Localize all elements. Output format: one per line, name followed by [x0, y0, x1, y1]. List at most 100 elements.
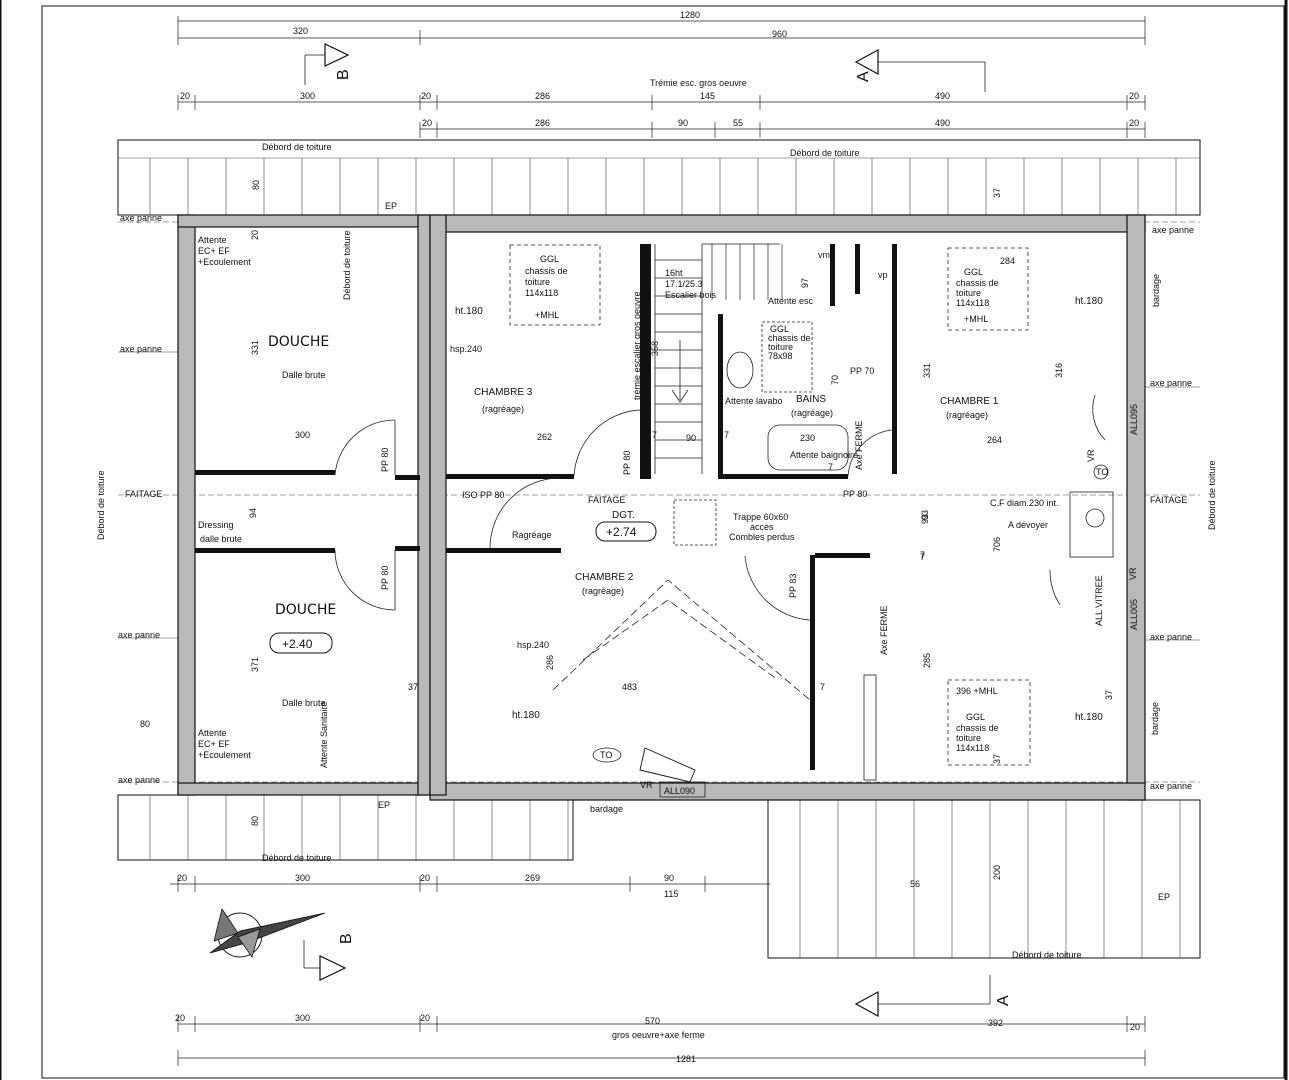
c3-ggl-0: GGL: [540, 254, 559, 264]
axe-panne-5: axe panne: [118, 630, 160, 640]
c2-all090: ALL090: [664, 786, 695, 796]
dim-m-3: 37: [992, 188, 1002, 198]
axe-panne-4: axe panne: [1150, 378, 1192, 388]
esc-tremie: trémie escalier gros oeuvre: [632, 291, 642, 400]
dgt-pp80-d: PP 80: [622, 451, 632, 475]
dgt-ragreage: Ragréage: [512, 530, 552, 540]
attente-top-3: +Ecoulement: [198, 257, 251, 267]
c1-ggl-top-4: +MHL: [964, 314, 988, 324]
bains-axe-ferme: Axe FERME: [854, 420, 864, 470]
axe-panne-3: axe panne: [120, 344, 162, 354]
c1-to: TO: [1096, 467, 1108, 477]
room-douche-top: Attente EC+ EF +Ecoulement DOUCHE Dalle …: [198, 230, 352, 380]
dim-top-left: 320: [293, 26, 308, 36]
c3-ggl-3: 114x118: [525, 288, 558, 298]
bottom-dimensions: 20 300 20 269 90 115 20 300 20 570 20 gr…: [170, 873, 1146, 1066]
esc-line-1: 17.1/25.3: [665, 279, 703, 289]
dgt-trappe-0: Trappe 60x60: [733, 512, 788, 522]
douche-bottom-sub: Dalle brute: [282, 698, 326, 708]
dim-r3-6: 20: [1129, 91, 1139, 101]
dgt-pp80-c: PP 80: [843, 489, 867, 499]
roof-overhang-bottom: Débord de toiture Débord de toiture EP E…: [117, 794, 1201, 960]
room-bains: Attente esc vmc vp GGL chassis de toitur…: [725, 250, 888, 471]
bardage-right-2: bardage: [1150, 702, 1160, 735]
dgt-iso: ISO PP 80: [462, 490, 504, 500]
esc-line-0: 16ht: [665, 268, 683, 278]
dim-b2-4: 20: [1130, 1022, 1140, 1032]
dim-b2-2: 20: [420, 1013, 430, 1023]
dim-m-21: 284: [1000, 256, 1015, 266]
bains-ggl-3: 78x98: [768, 351, 793, 361]
dim-b-392: 392: [988, 1018, 1003, 1028]
douche-top-debord: Débord de toiture: [342, 230, 352, 300]
debord-left-vertical: Débord de toiture: [96, 470, 106, 540]
room-chambre-1: GGL chassis de toiture 114x118 +MHL ht.1…: [940, 247, 1139, 766]
top-dimensions: 1280 320 960 Trémie esc. gros oeuvre 20 …: [177, 10, 1146, 138]
dim-m-7: 371: [250, 657, 260, 672]
axe-panne-8: axe panne: [1150, 781, 1192, 791]
bains-vmc: vmc: [818, 250, 835, 260]
c1-ggl-bot-4: 114x118: [956, 743, 989, 753]
dim-m-33: 80: [140, 719, 150, 729]
bardage-right-1: bardage: [1151, 274, 1161, 307]
c1-cf: C.F diam.230 int.: [990, 498, 1059, 508]
dim-b2-0: 20: [175, 1013, 185, 1023]
section-a-label-top: A: [855, 71, 872, 82]
douche-top-name: DOUCHE: [268, 334, 329, 350]
dim-r3-5: 490: [935, 91, 950, 101]
c1-vr-1: VR: [1086, 449, 1096, 462]
c1-all-vitree: ALL VITREE: [1094, 575, 1104, 626]
dim-r3-4: 145: [700, 91, 715, 101]
dim-m-19: 70: [830, 375, 840, 385]
bains-attente-esc: Attente esc: [768, 296, 814, 306]
dim-r3-2: 20: [421, 91, 431, 101]
c1-name: CHAMBRE 1: [940, 396, 999, 407]
c3-name: CHAMBRE 3: [474, 387, 533, 398]
esc-line-2: Escalier bois: [665, 290, 717, 300]
section-b-label-bottom: B: [338, 933, 355, 944]
dim-bottom-total: 1281: [676, 1054, 696, 1064]
dim-m-22: 316: [1054, 363, 1064, 378]
c3-hsp: hsp.240: [450, 344, 482, 354]
dim-m-25: 706: [992, 537, 1002, 552]
dgt-level: +2.74: [606, 525, 637, 539]
douche-bottom-level: +2.40: [282, 637, 313, 651]
faitage-right: FAITAGE: [1150, 495, 1187, 505]
room-douche-bottom: DOUCHE +2.40 Dalle brute Attente EC+ EF …: [198, 602, 336, 768]
dim-m-24: 93: [920, 510, 930, 520]
dim-m-11: 7: [652, 430, 657, 440]
bardage-bottom: bardage: [590, 804, 623, 814]
c1-ggl-top-3: 114x118: [956, 298, 989, 308]
attente-top-1: Attente: [198, 235, 227, 245]
dim-m-10: 358: [650, 341, 660, 356]
dim-b2-1: 300: [295, 1013, 310, 1023]
dgt-pp80-b: PP 80: [380, 566, 390, 590]
bains-name: BAINS: [796, 394, 826, 405]
c1-vr-2: VR: [1128, 567, 1138, 580]
dim-r3-0: 20: [180, 91, 190, 101]
interior-dimensions: 80 80 20 37 331 300 94 371 37 93 358 7 9…: [140, 180, 1114, 889]
compass-icon: [209, 908, 326, 958]
dim-r4-5: 20: [1129, 118, 1139, 128]
dim-m-17: 97: [800, 278, 810, 288]
dim-m-27: 285: [922, 653, 932, 668]
dgt-trappe-1: accès: [750, 522, 774, 532]
dim-b1-1: 300: [295, 873, 310, 883]
dim-m-5: 300: [295, 430, 310, 440]
dim-m-14: 262: [537, 432, 552, 442]
attente-bot-3: +Ecoulement: [198, 750, 251, 760]
dgt-pp80-a: PP 80: [380, 448, 390, 472]
dim-r4-1: 286: [535, 118, 550, 128]
c2-name: CHAMBRE 2: [575, 572, 634, 583]
roof-overhang-top: Débord de toiture Débord de toiture EP: [117, 139, 1201, 216]
dim-m-26: 7: [820, 682, 825, 692]
section-marker-a-top: A: [854, 48, 986, 92]
c2-to: TO: [600, 750, 612, 760]
sheet-border: [41, 5, 1285, 1079]
bains-attente-baignoire: Attente baignoire: [790, 450, 858, 460]
dim-b2-3: 570: [645, 1016, 660, 1026]
dim-m-16: 230: [800, 433, 815, 443]
attente-sanitaire: Attente Sanitaire: [319, 701, 329, 768]
c2-hsp: hsp.240: [517, 640, 549, 650]
